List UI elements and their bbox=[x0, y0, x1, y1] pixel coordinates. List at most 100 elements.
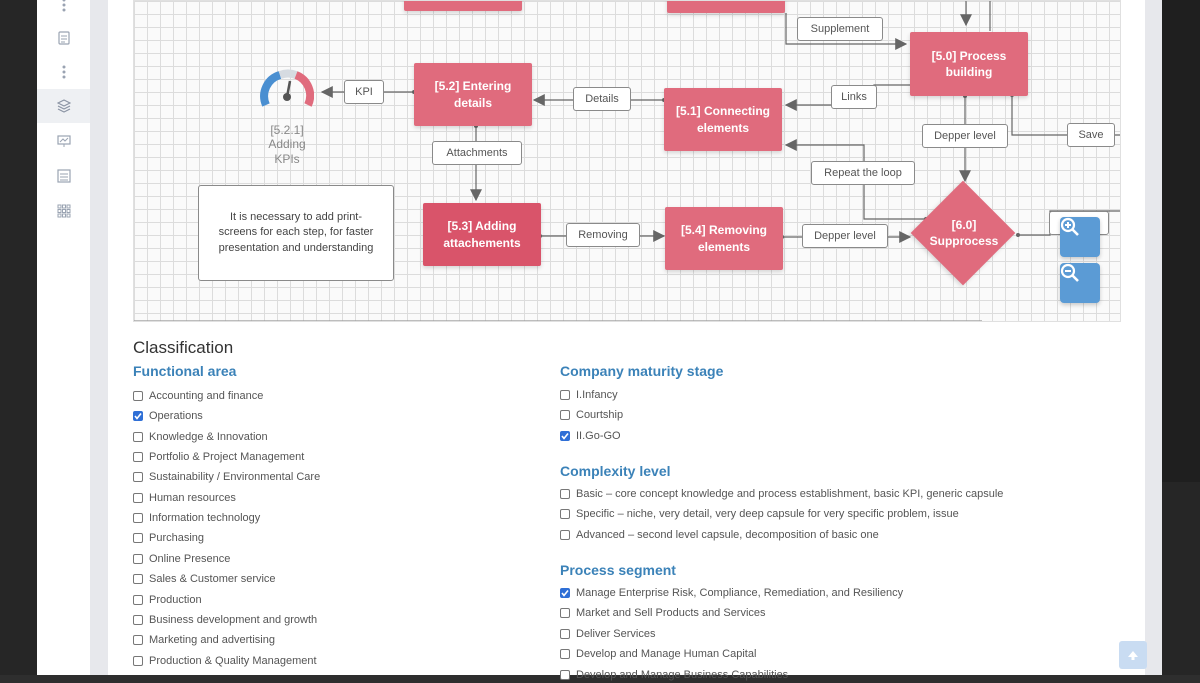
checkbox-label: Manage Enterprise Risk, Compliance, Reme… bbox=[576, 587, 904, 599]
checkbox-label: Develop and Manage Human Capital bbox=[576, 648, 757, 661]
device-bezel-right bbox=[1162, 0, 1200, 675]
diagram-note[interactable]: It is necessary to add print-screens for… bbox=[198, 185, 394, 281]
checkbox[interactable] bbox=[560, 410, 570, 421]
checkbox[interactable] bbox=[560, 588, 570, 598]
checkbox[interactable] bbox=[560, 649, 570, 660]
checkbox-row[interactable]: I.Infancy bbox=[560, 387, 618, 403]
gauge-label: [5.2.1] Adding KPIs bbox=[268, 123, 306, 166]
checkbox-row[interactable]: II.Go-GO bbox=[560, 428, 621, 444]
edge-label-attachments[interactable]: Attachments bbox=[432, 141, 522, 165]
checkbox[interactable] bbox=[133, 553, 143, 564]
edge-label-depper-level-top[interactable]: Depper level bbox=[922, 124, 1008, 148]
edge-label-supplement[interactable]: Supplement bbox=[797, 17, 883, 41]
checkbox[interactable] bbox=[560, 628, 570, 639]
checkbox-row[interactable]: Accounting and finance bbox=[133, 388, 263, 404]
edge-label-removing[interactable]: Removing bbox=[566, 223, 640, 247]
checkbox-row[interactable]: Develop and Manage Human Capital bbox=[560, 646, 756, 662]
checkbox-label: Portfolio & Project Management bbox=[149, 451, 305, 464]
checkbox[interactable] bbox=[133, 452, 143, 463]
checkbox-label: II.Go-GO bbox=[576, 429, 621, 442]
scroll-to-top-button[interactable] bbox=[1119, 641, 1147, 669]
checkbox-row[interactable]: Business development and growth bbox=[133, 612, 317, 628]
checkbox[interactable] bbox=[133, 492, 143, 503]
checkbox-row[interactable]: Specific – niche, very detail, very deep… bbox=[560, 506, 959, 522]
checkbox[interactable] bbox=[133, 594, 143, 605]
node-top-left-partial[interactable] bbox=[404, 1, 522, 11]
checkbox-label: I.Infancy bbox=[576, 389, 618, 401]
checkbox[interactable] bbox=[560, 390, 570, 400]
checkbox[interactable] bbox=[133, 574, 143, 585]
sidebar bbox=[37, 0, 91, 675]
checkbox-label: Accounting and finance bbox=[149, 390, 264, 402]
diagram-canvas[interactable]: [5.0] Process building [5.2] Entering de… bbox=[133, 0, 1121, 322]
checkbox-row[interactable]: Production bbox=[133, 592, 202, 608]
layers-icon[interactable] bbox=[37, 89, 90, 123]
checkbox-label: Online Presence bbox=[149, 552, 231, 565]
more-vertical-icon[interactable] bbox=[37, 55, 90, 89]
checkbox[interactable] bbox=[560, 489, 570, 499]
functional-area-title: Functional area bbox=[133, 363, 237, 379]
node-entering-details[interactable]: [5.2] Entering details bbox=[414, 63, 532, 126]
checkbox-row[interactable]: Deliver Services bbox=[560, 626, 655, 642]
edge-label-kpi[interactable]: KPI bbox=[344, 80, 384, 104]
checkbox[interactable] bbox=[133, 431, 143, 442]
checkbox[interactable] bbox=[133, 472, 143, 483]
zoom-in-icon bbox=[1060, 217, 1079, 236]
node-top-right-partial[interactable] bbox=[667, 1, 785, 13]
checkbox-label: Purchasing bbox=[149, 532, 205, 545]
checkmark-icon bbox=[561, 590, 569, 597]
checkbox-row[interactable]: Manage Enterprise Risk, Compliance, Reme… bbox=[560, 585, 903, 601]
checkbox-row[interactable]: Operations bbox=[133, 408, 203, 424]
edge-label-save[interactable]: Save bbox=[1067, 123, 1115, 147]
checkbox-row[interactable]: Sales & Customer service bbox=[133, 571, 276, 587]
checkbox[interactable] bbox=[133, 655, 143, 666]
node-adding-attachements[interactable]: [5.3] Adding attachements bbox=[423, 203, 541, 266]
list-window-icon[interactable] bbox=[37, 159, 90, 193]
checkbox-row[interactable]: Courtship bbox=[560, 407, 623, 423]
edge-label-depper-level-bottom[interactable]: Depper level bbox=[802, 224, 888, 248]
checkbox-row[interactable]: Sustainability / Environmental Care bbox=[133, 469, 320, 485]
checkbox-row[interactable]: Knowledge & Innovation bbox=[133, 429, 268, 445]
checkbox-row[interactable]: Portfolio & Project Management bbox=[133, 449, 304, 465]
edge-label-repeat-the-loop[interactable]: Repeat the loop bbox=[811, 161, 915, 185]
complexity-level-title: Complexity level bbox=[560, 463, 671, 479]
zoom-in-button[interactable] bbox=[1060, 217, 1100, 257]
checkbox[interactable] bbox=[133, 411, 143, 422]
checkbox-row[interactable]: Basic – core concept knowledge and proce… bbox=[560, 486, 1003, 502]
left-gutter bbox=[90, 0, 108, 675]
node-suppocess-label: [6.0] Supprocess bbox=[929, 218, 999, 249]
gauge-icon[interactable] bbox=[260, 67, 314, 121]
checkbox-label: Operations bbox=[149, 410, 203, 423]
checkbox-row[interactable]: Information technology bbox=[133, 510, 260, 526]
document-icon[interactable] bbox=[37, 21, 90, 55]
checkbox[interactable] bbox=[560, 430, 570, 441]
checkbox-row[interactable]: Purchasing bbox=[133, 530, 204, 546]
node-connecting-elements[interactable]: [5.1] Connecting elements bbox=[664, 88, 782, 151]
checkbox-label: Advanced – second level capsule, decompo… bbox=[576, 528, 879, 541]
checkbox-row[interactable]: Market and Sell Products and Services bbox=[560, 605, 766, 621]
presentation-icon[interactable] bbox=[37, 124, 90, 158]
zoom-out-button[interactable] bbox=[1060, 263, 1100, 303]
checkbox[interactable] bbox=[133, 614, 143, 625]
node-process-building[interactable]: [5.0] Process building bbox=[910, 32, 1028, 96]
checkbox-row[interactable]: Online Presence bbox=[133, 551, 230, 567]
node-removing-elements[interactable]: [5.4] Removing elements bbox=[665, 207, 783, 270]
grid-icon[interactable] bbox=[37, 194, 90, 228]
checkbox-row[interactable]: Human resources bbox=[133, 490, 236, 506]
edge-label-details[interactable]: Details bbox=[573, 87, 631, 111]
checkbox[interactable] bbox=[560, 509, 570, 520]
company-maturity-title: Company maturity stage bbox=[560, 363, 724, 379]
more-vertical-icon[interactable] bbox=[37, 0, 90, 22]
checkbox-label: Information technology bbox=[149, 512, 261, 525]
checkbox-row[interactable]: Advanced – second level capsule, decompo… bbox=[560, 527, 879, 543]
edge-label-links[interactable]: Links bbox=[831, 85, 877, 109]
checkbox[interactable] bbox=[133, 513, 143, 524]
checkbox-row[interactable]: Marketing and advertising bbox=[133, 632, 275, 648]
checkbox[interactable] bbox=[560, 608, 570, 619]
checkbox[interactable] bbox=[560, 529, 570, 540]
checkbox[interactable] bbox=[133, 391, 143, 401]
checkbox-row[interactable]: Production & Quality Management bbox=[133, 653, 317, 669]
checkbox[interactable] bbox=[133, 635, 143, 646]
process-segment-title: Process segment bbox=[560, 562, 676, 578]
checkbox[interactable] bbox=[133, 533, 143, 544]
